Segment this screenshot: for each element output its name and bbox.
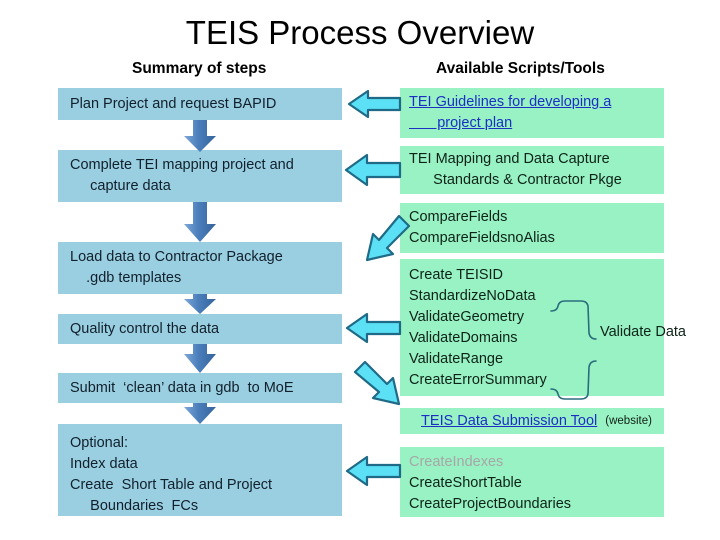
down-arrow-icon bbox=[184, 344, 216, 373]
link-arrow-to-plan-icon bbox=[347, 89, 402, 119]
tool-website-note: (website) bbox=[605, 414, 652, 427]
step-line: Quality control the data bbox=[70, 320, 220, 337]
step-line: Plan Project and request BAPID bbox=[70, 95, 277, 112]
step-line: capture data bbox=[70, 178, 171, 194]
step-line: Create Short Table and Project bbox=[70, 477, 273, 493]
step-box-quality-control[interactable]: Quality control the data bbox=[58, 314, 342, 344]
tool-line: ValidateRange bbox=[409, 351, 504, 367]
tool-box-compare-fields[interactable]: CompareFields CompareFieldsnoAlias bbox=[400, 203, 664, 253]
tool-box-index-scripts[interactable]: CreateIndexes CreateShortTable CreatePro… bbox=[400, 447, 664, 517]
tool-line: CompareFields bbox=[409, 209, 508, 225]
tool-line: CreateShortTable bbox=[409, 475, 522, 491]
tool-line: Standards & Contractor Pkge bbox=[409, 172, 622, 188]
column-heading-scripts: Available Scripts/Tools bbox=[436, 60, 605, 77]
down-arrow-icon bbox=[184, 403, 216, 424]
tool-link-line[interactable]: TEIS Data Submission Tool bbox=[421, 412, 598, 429]
step-box-submit-clean-data[interactable]: Submit ‘clean’ data in gdb to MoE bbox=[58, 373, 342, 403]
step-line: Complete TEI mapping project and bbox=[70, 157, 294, 173]
tool-box-validate-scripts[interactable]: Create TEISID StandardizeNoData Validate… bbox=[400, 259, 664, 396]
tool-line: CreateProjectBoundaries bbox=[409, 496, 572, 512]
step-line: Load data to Contractor Package bbox=[70, 249, 283, 265]
tool-line: ValidateGeometry bbox=[409, 309, 524, 325]
link-arrow-to-optional-icon bbox=[345, 455, 402, 487]
step-line: Boundaries FCs bbox=[70, 498, 199, 514]
tool-line: ValidateDomains bbox=[409, 330, 518, 346]
link-arrow-to-submit-icon bbox=[353, 360, 401, 406]
step-box-optional[interactable]: Optional: Index data Create Short Table … bbox=[58, 424, 342, 516]
tool-line: Create TEISID bbox=[409, 267, 504, 283]
bracket-label-line: Validate bbox=[600, 324, 652, 340]
step-box-plan-project[interactable]: Plan Project and request BAPID bbox=[58, 88, 342, 120]
tool-line-disabled: CreateIndexes bbox=[409, 454, 504, 470]
tool-line: TEI Mapping and Data Capture bbox=[409, 151, 610, 167]
tool-line: StandardizeNoData bbox=[409, 288, 536, 304]
down-arrow-icon bbox=[184, 294, 216, 314]
step-box-load-data[interactable]: Load data to Contractor Package .gdb tem… bbox=[58, 242, 342, 294]
step-line: Optional: bbox=[70, 435, 129, 451]
step-line: Index data bbox=[70, 456, 138, 472]
page-title: TEIS Process Overview bbox=[185, 14, 535, 51]
link-arrow-to-qc-icon bbox=[345, 312, 402, 344]
bracket-label-line: Data bbox=[655, 324, 686, 340]
link-arrow-to-mapping-icon bbox=[344, 153, 402, 187]
tool-line: CreateErrorSummary bbox=[409, 372, 547, 388]
down-arrow-icon bbox=[184, 120, 216, 152]
tool-box-mapping-standards[interactable]: TEI Mapping and Data Capture Standards &… bbox=[400, 146, 664, 194]
bracket-label-validate-data: Validate Data bbox=[600, 322, 686, 343]
tool-box-teis-submission-tool[interactable]: TEIS Data Submission Tool (website) bbox=[400, 408, 664, 434]
step-line: Submit ‘clean’ data in gdb to MoE bbox=[70, 379, 294, 396]
tool-link-line[interactable]: TEI Guidelines for developing a bbox=[409, 94, 612, 110]
tool-box-tei-guidelines[interactable]: TEI Guidelines for developing a project … bbox=[400, 88, 664, 138]
down-arrow-icon bbox=[184, 202, 216, 242]
step-line: .gdb templates bbox=[70, 270, 182, 286]
tool-link-line[interactable]: project plan bbox=[409, 115, 513, 131]
tool-line: CompareFieldsnoAlias bbox=[409, 230, 555, 246]
step-box-complete-tei-mapping[interactable]: Complete TEI mapping project and capture… bbox=[58, 150, 342, 202]
column-heading-summary: Summary of steps bbox=[132, 60, 267, 77]
